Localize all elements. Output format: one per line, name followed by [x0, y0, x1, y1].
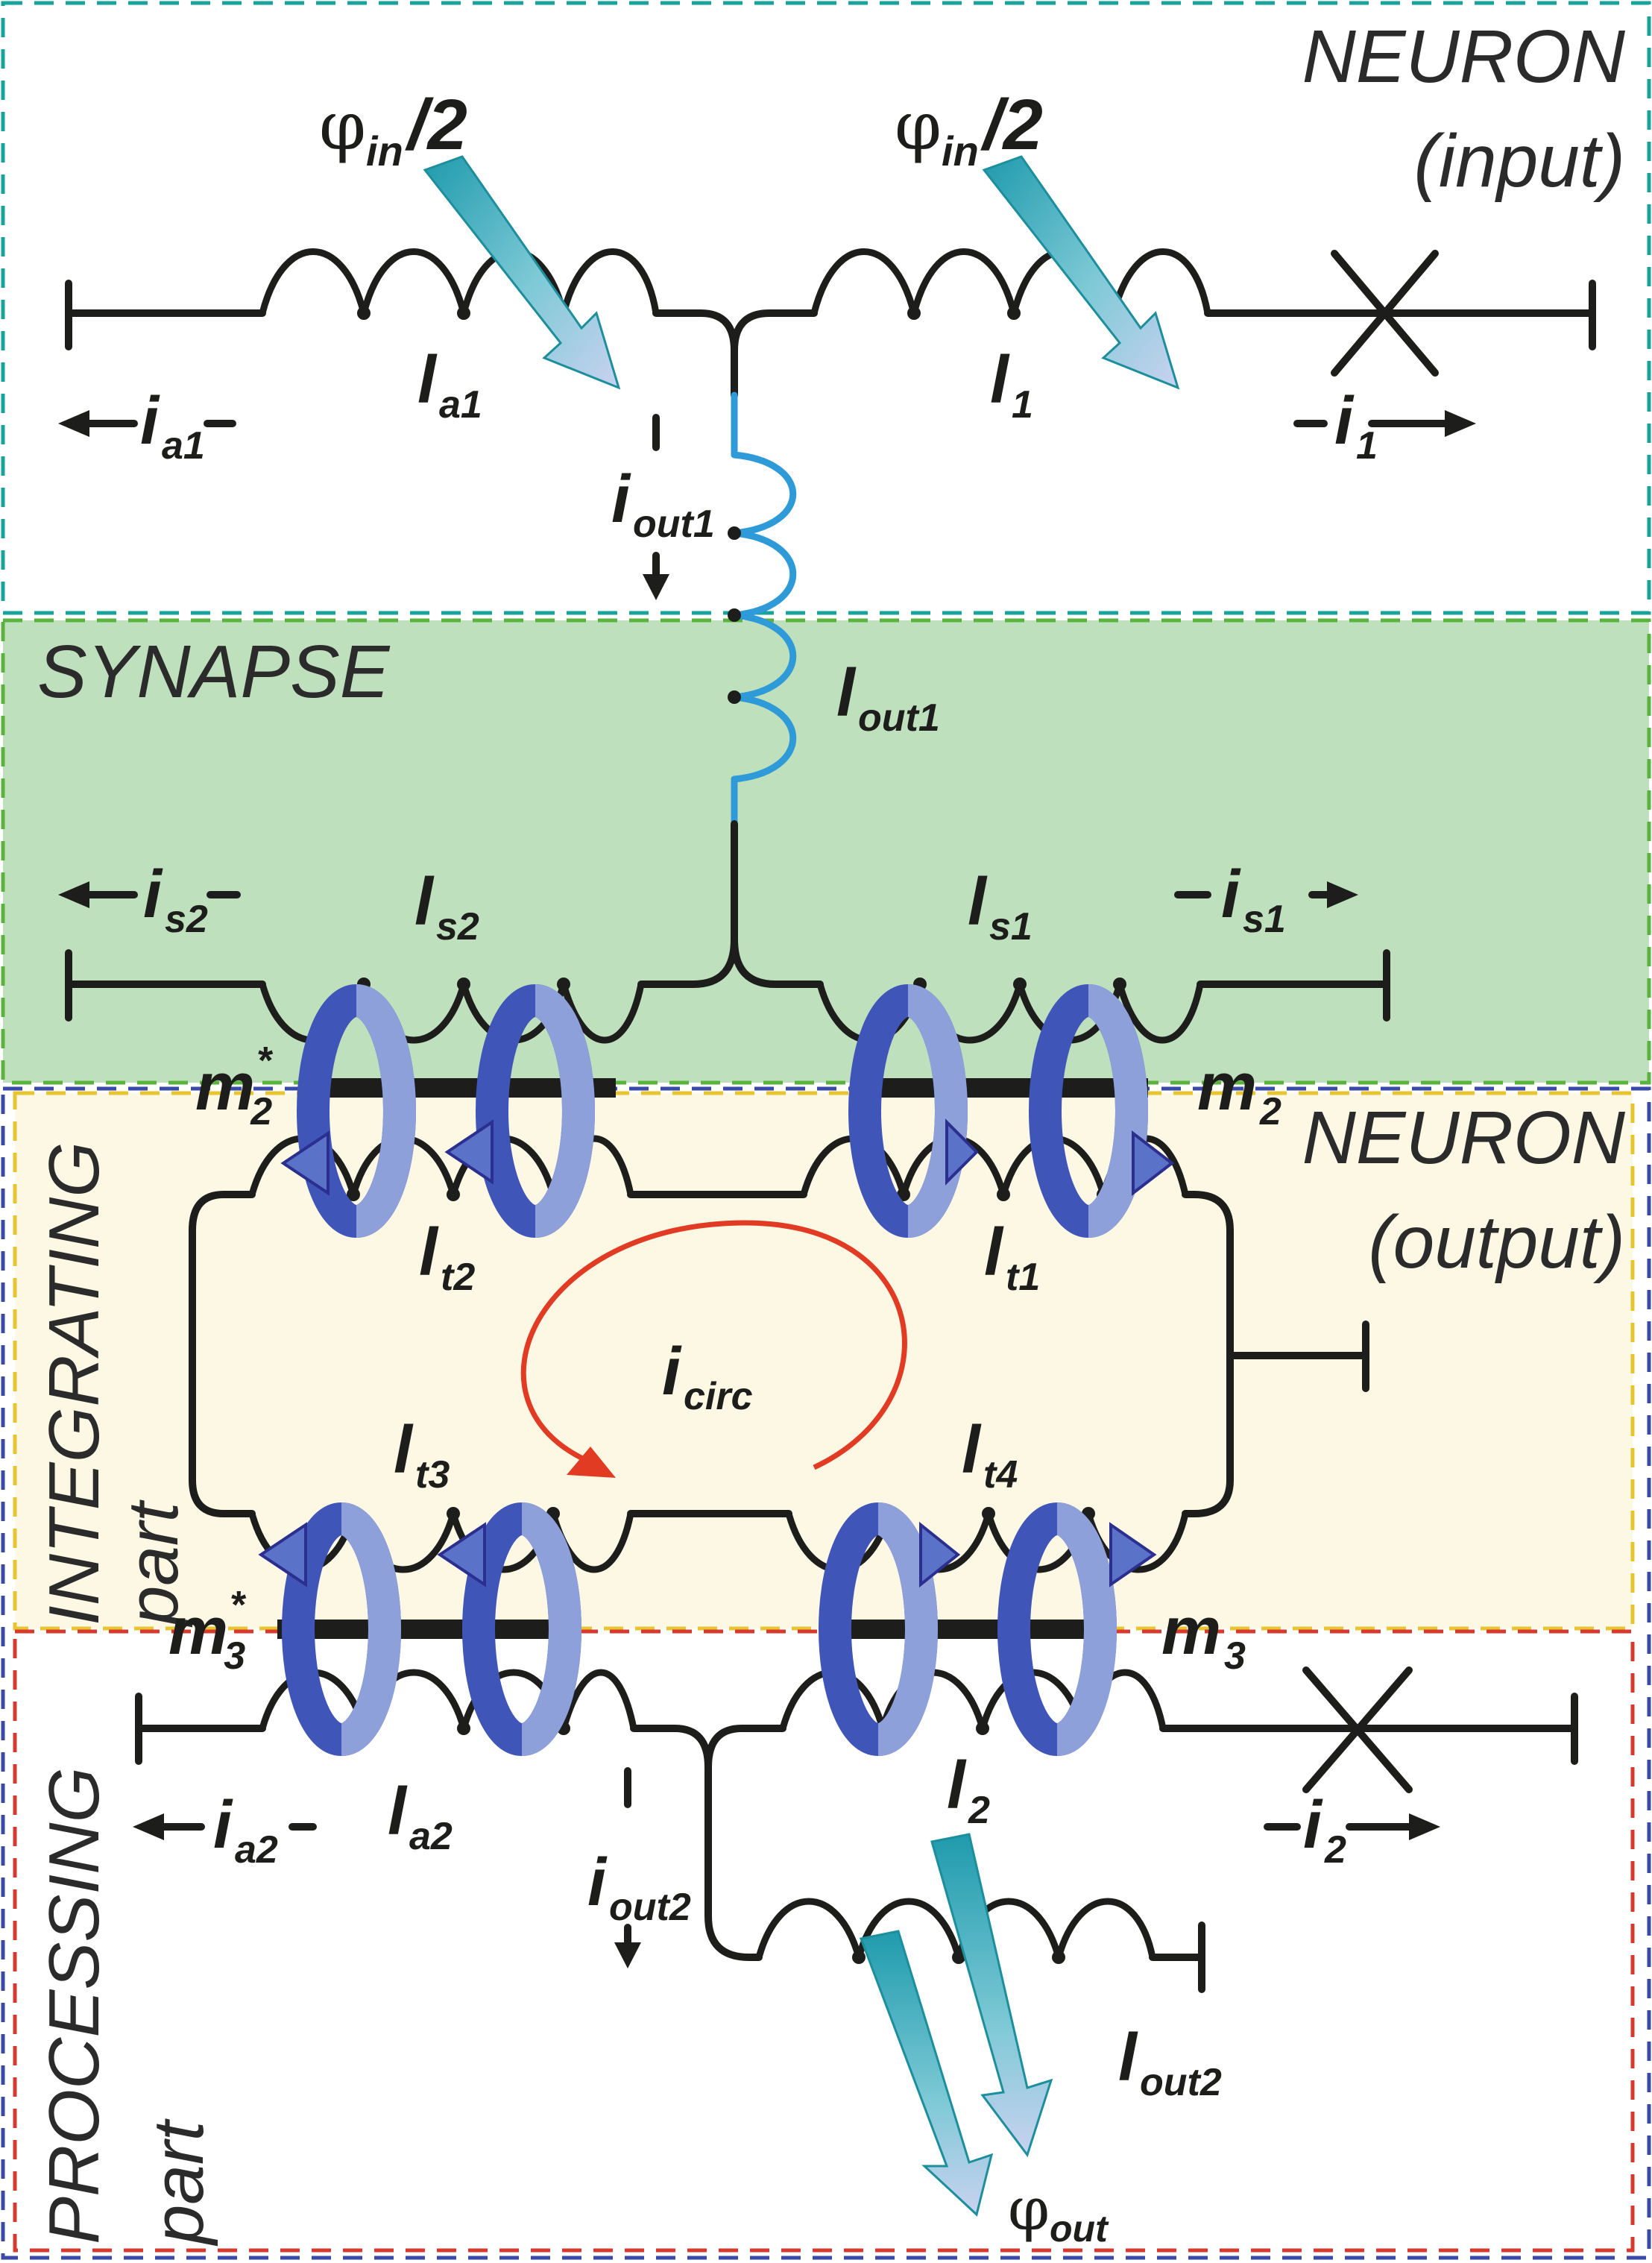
label-l2: l2	[947, 1749, 990, 1832]
label-l1: l1	[990, 343, 1033, 427]
label-m2: m2	[1197, 1050, 1281, 1133]
coupling-rings-bottom-right	[819, 1502, 1157, 1756]
label-is2: is2	[143, 857, 208, 941]
label-m3: m3	[1161, 1594, 1246, 1678]
inductor-l1-coil	[810, 248, 1211, 317]
processing-part-label: part	[139, 2118, 218, 2247]
inductor-la1-coil	[259, 248, 660, 317]
label-i1: i1	[1334, 384, 1378, 468]
label-icirc: icirc	[662, 1335, 753, 1418]
flux-out-label: φout	[1008, 2174, 1109, 2250]
label-la1: la1	[417, 343, 482, 427]
coupling-bar-m3	[841, 1620, 1114, 1639]
coupling-rings-top-right	[848, 984, 1175, 1238]
label-m2star: m*2	[195, 1039, 274, 1133]
label-lout2: lout2	[1118, 2021, 1222, 2104]
circulating-current-arrow	[520, 1220, 907, 1478]
label-ia2: ia2	[213, 1788, 278, 1872]
label-ls2: ls2	[414, 865, 479, 948]
input-neuron-circuit	[65, 248, 1596, 399]
label-iout1: iout1	[611, 462, 715, 546]
label-i2: i2	[1303, 1788, 1346, 1872]
flux-in-right-arrow	[982, 155, 1180, 390]
label-iout2: iout2	[587, 1845, 691, 1929]
coupling-rings-top-left	[280, 984, 595, 1238]
current-arrows	[58, 410, 1476, 1968]
coupling-rings-bottom-left	[258, 1502, 581, 1756]
flux-in-right-label: φin/2	[895, 85, 1043, 174]
inductor-lout1	[728, 391, 797, 828]
label-la2: la2	[388, 1775, 453, 1858]
synapse-label: SYNAPSE	[37, 630, 391, 714]
integrating-label: INTEGRATING	[34, 1142, 114, 1625]
neuron-output-label-2: (output)	[1368, 1200, 1625, 1284]
coupling-bar-m2	[857, 1078, 1148, 1098]
label-lt4: lt4	[962, 1413, 1018, 1496]
processing-label: PROCESSING	[34, 1767, 114, 2244]
flux-in-left-arrow	[423, 155, 621, 390]
region-neuron-output	[1, 1086, 1651, 2260]
label-ia1: ia1	[140, 384, 205, 468]
coupling-bar-m3star	[277, 1620, 568, 1639]
neuron-input-label-2: (input)	[1414, 119, 1625, 203]
label-ls1: ls1	[968, 865, 1032, 948]
label-lt1: lt1	[984, 1215, 1040, 1299]
flux-out-arrows	[859, 1833, 1053, 2217]
region-processing	[13, 1629, 1635, 2253]
neuron-output-label-1: NEURON	[1302, 1096, 1626, 1180]
label-lt2: lt2	[419, 1215, 475, 1299]
label-m3star: m*3	[168, 1584, 247, 1678]
flux-in-left-label: φin/2	[319, 85, 467, 174]
region-neuron-input	[1, 1, 1651, 615]
label-lout1: lout1	[836, 656, 940, 740]
label-is1: is1	[1221, 857, 1286, 941]
neuron-input-label-1: NEURON	[1302, 15, 1626, 98]
label-lt3: lt3	[394, 1413, 450, 1496]
integrating-part-label: part	[113, 1499, 193, 1628]
